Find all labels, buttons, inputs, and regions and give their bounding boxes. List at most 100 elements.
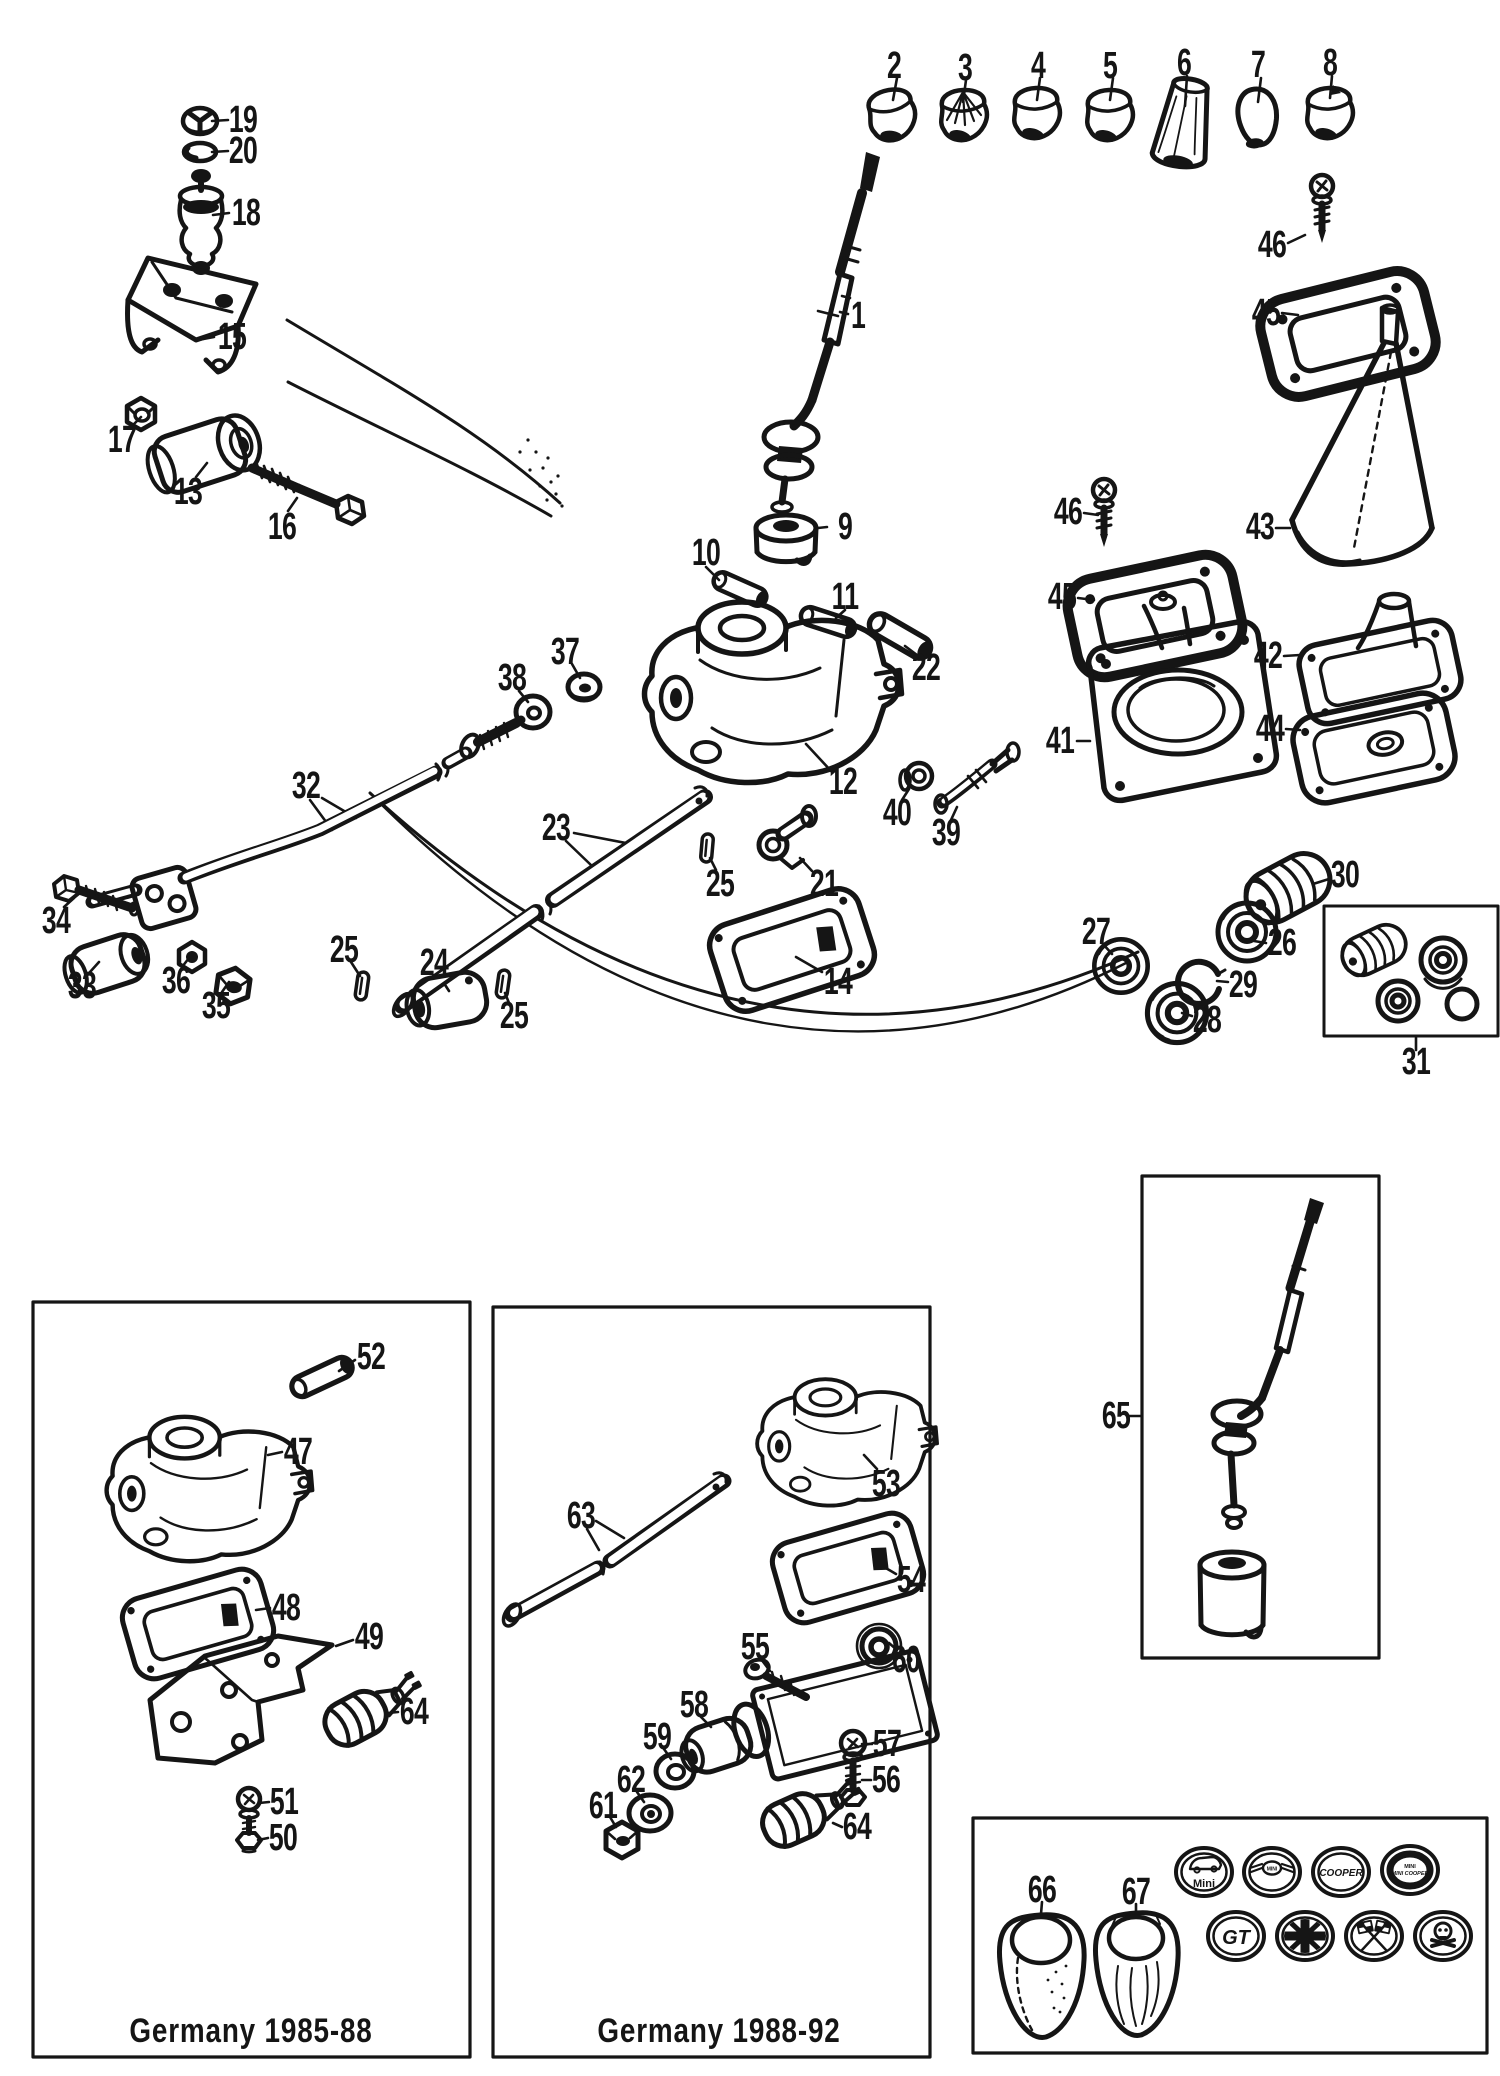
- callout-50: 50: [268, 1817, 298, 1859]
- svg-text:MINI: MINI: [1404, 1864, 1416, 1870]
- part-62-washer: [626, 1792, 674, 1834]
- part-53-housing: [755, 1377, 940, 1508]
- callout-57: 57: [872, 1723, 902, 1765]
- callout-22: 22: [911, 647, 941, 689]
- callout-64: 64: [399, 1691, 429, 1733]
- callout-48: 48: [271, 1587, 301, 1629]
- part-34-bolt: [52, 874, 140, 917]
- callout-18: 18: [231, 192, 261, 234]
- part-35-nut: [213, 965, 253, 1007]
- part-38-washer: [513, 693, 553, 731]
- part-50-bolt: [235, 1815, 263, 1854]
- part-33-bush: [62, 932, 151, 996]
- callout-4: 4: [1030, 45, 1046, 87]
- callout-56: 56: [871, 1759, 901, 1801]
- callout-52: 52: [356, 1336, 386, 1378]
- part-41-rubber-boot: [1086, 590, 1280, 804]
- part-21-yoke: [756, 804, 818, 870]
- badge-skull-crossbones: [1415, 1912, 1471, 1960]
- part-48-gasket: [118, 1564, 279, 1683]
- badge-mini-wings: MINI: [1244, 1848, 1300, 1896]
- callout-35: 35: [201, 985, 231, 1027]
- badge-chequered-flags: [1346, 1912, 1402, 1960]
- gear-knob-7: [1235, 86, 1279, 149]
- part-32-selector-rod: [85, 715, 526, 932]
- gear-knob-8: [1307, 85, 1353, 142]
- part-40-nut: [898, 760, 935, 792]
- callout-32: 32: [291, 765, 321, 807]
- callout-65: 65: [1101, 1395, 1131, 1437]
- callout-64: 64: [842, 1806, 872, 1848]
- callout-33: 33: [67, 965, 97, 1007]
- badge-mini-car: Mini: [1176, 1848, 1232, 1896]
- part-44-plate: [1290, 690, 1458, 806]
- part-61-nut: [603, 1819, 641, 1861]
- callout-29: 29: [1228, 964, 1258, 1006]
- callout-25: 25: [329, 929, 359, 971]
- part-18-rubber-mounting: [177, 169, 225, 275]
- callout-60: 60: [891, 1639, 921, 1681]
- part-37-nut: [565, 671, 603, 703]
- callout-43: 43: [1245, 506, 1275, 548]
- part-39-selector-arm: [933, 741, 1021, 815]
- part-36-nut: [176, 939, 208, 975]
- callout-66: 66: [1027, 1869, 1057, 1911]
- callout-27: 27: [1081, 911, 1111, 953]
- callout-8: 8: [1322, 42, 1338, 84]
- callout-58: 58: [679, 1684, 709, 1726]
- callout-6: 6: [1176, 42, 1192, 84]
- callout-34: 34: [41, 900, 71, 942]
- part-66-leather-knob: [996, 1912, 1087, 2040]
- callout-28: 28: [1192, 999, 1222, 1041]
- part-59-washer: [653, 1751, 697, 1791]
- callout-10: 10: [691, 532, 721, 574]
- part-49-bracket: [147, 1633, 335, 1766]
- callout-55: 55: [740, 1626, 770, 1668]
- callout-19: 19: [228, 99, 258, 141]
- callout-14: 14: [823, 961, 853, 1003]
- part-16-bolt: [247, 460, 367, 527]
- part-58-clevis: [679, 1701, 772, 1775]
- callout-25: 25: [499, 995, 529, 1037]
- part-67-wood-knob: [1092, 1910, 1181, 2038]
- part-46-screw-a: [1311, 175, 1333, 243]
- part-24-tube: [404, 969, 490, 1031]
- part-20-washer: [181, 140, 219, 164]
- callout-25: 25: [705, 863, 735, 905]
- callout-62: 62: [616, 1759, 646, 1801]
- callout-16: 16: [267, 506, 297, 548]
- part-28-ribbed-seat: [1147, 983, 1206, 1042]
- callout-7: 7: [1250, 44, 1266, 86]
- part-29-o-ring: [1174, 958, 1227, 1007]
- part-1-gear-lever: [761, 152, 880, 514]
- callout-5: 5: [1102, 45, 1118, 87]
- callout-24: 24: [419, 942, 449, 984]
- callout-21: 21: [809, 863, 839, 905]
- part-51-bolt: [235, 1785, 263, 1820]
- callout-9: 9: [837, 506, 853, 548]
- callout-42: 42: [1253, 635, 1283, 677]
- box-label-germany-1988-92: Germany 1988-92: [597, 2012, 841, 2050]
- part-12-remote-housing: [645, 602, 903, 783]
- callout-46: 46: [1053, 491, 1083, 533]
- part-17-nut: [124, 395, 158, 433]
- callout-15: 15: [217, 316, 247, 358]
- callout-46: 46: [1257, 224, 1287, 266]
- callout-3: 3: [957, 47, 973, 89]
- part-9-ball-cup: [753, 512, 819, 566]
- callout-13: 13: [173, 471, 203, 513]
- callout-59: 59: [642, 1716, 672, 1758]
- part-65-lever-assembly: [1197, 1198, 1324, 1640]
- gear-knob-6: [1149, 76, 1210, 170]
- callout-67: 67: [1121, 1871, 1151, 1913]
- box-germany-1985-88: [31, 1300, 472, 2059]
- callout-40: 40: [882, 792, 912, 834]
- part-31-kit-box: [1322, 904, 1500, 1038]
- badge-union-jack: [1277, 1912, 1333, 1960]
- callout-63: 63: [566, 1495, 596, 1537]
- callout-2: 2: [886, 45, 902, 87]
- callout-44: 44: [1255, 708, 1285, 750]
- callout-41: 41: [1045, 720, 1075, 762]
- badge-mini-cooper-text: MINI COOPER: [1392, 1871, 1429, 1877]
